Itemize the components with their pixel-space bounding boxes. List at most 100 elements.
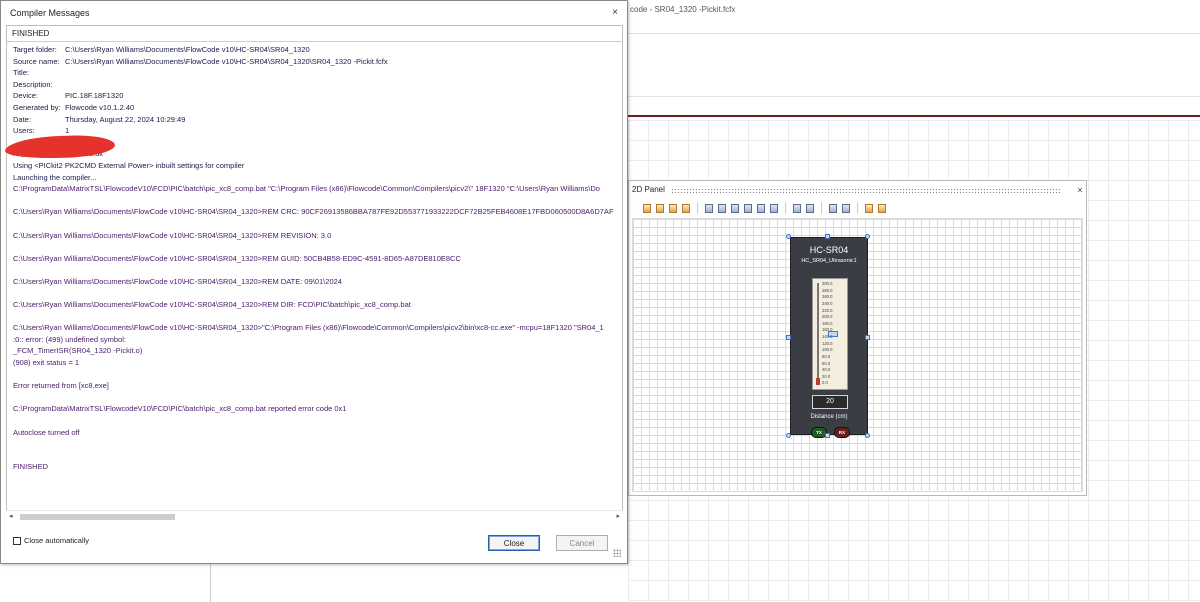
workspace-bottom — [0, 564, 628, 602]
info-line: Description: — [13, 79, 622, 91]
panel-2d-title: 2D Panel — [632, 185, 665, 194]
ungroup-icon[interactable] — [878, 203, 886, 213]
log-line — [13, 264, 622, 276]
panel-2d-titlebar[interactable]: 2D Panel × — [629, 181, 1086, 199]
scale-tick-label: 0.0 — [822, 380, 828, 386]
info-key: Generated by: — [13, 102, 61, 112]
log-line — [13, 392, 622, 404]
resize-handle[interactable] — [825, 433, 830, 438]
log-line: Using <PICkit2 PK2CMD External Power> in… — [13, 160, 245, 170]
log-line — [13, 369, 622, 381]
scale-tick-label: 40.0 — [822, 367, 831, 373]
rotate-icon[interactable] — [669, 203, 677, 213]
align-center-icon[interactable] — [718, 203, 726, 213]
status-header: FINISHED — [7, 26, 622, 42]
toolbar-separator — [857, 202, 858, 214]
select-icon[interactable] — [643, 203, 651, 213]
scale-tick-label: 260.0 — [822, 294, 833, 300]
move-icon[interactable] — [656, 203, 664, 213]
info-line: Users:1 — [13, 125, 622, 137]
align-top-icon[interactable] — [744, 203, 752, 213]
align-right-icon[interactable] — [731, 203, 739, 213]
snap-icon[interactable] — [842, 203, 850, 213]
distance-value[interactable]: 20 — [812, 395, 848, 409]
log-line: _FCM_TimerISR(SR04_1320 -Pickit.o) — [13, 346, 143, 356]
scale-tick-label: 300.0 — [822, 281, 833, 286]
log-line: Autoclose turned off — [13, 427, 80, 437]
scale-tick-label: 200.0 — [822, 314, 833, 320]
info-line: Generated by: Flowcode v10.1.2.40 — [13, 102, 622, 114]
scroll-right-icon[interactable]: ▸ — [616, 513, 620, 520]
log-line — [13, 450, 622, 462]
log-line — [13, 438, 622, 450]
close-button[interactable]: Close — [488, 535, 540, 551]
scale-tick-label: 280.0 — [822, 287, 833, 293]
scale-tick-label: 100.0 — [822, 347, 833, 353]
scale-tick-label: 60.0 — [822, 360, 831, 366]
align-left-icon[interactable] — [705, 203, 713, 213]
info-value: Flowcode v10.1.2.40 — [65, 102, 135, 112]
close-icon[interactable]: × — [1077, 185, 1083, 195]
log-line: C:\Users\Ryan Williams\Documents\FlowCod… — [13, 207, 614, 217]
scale-track — [817, 283, 819, 385]
log-line — [13, 415, 622, 427]
flowchart-header-bar — [628, 115, 1200, 117]
scale-icon[interactable] — [682, 203, 690, 213]
scroll-left-icon[interactable]: ◂ — [9, 513, 13, 520]
app-title-fragment: code - SR04_1320 -Pickit.fcfx — [630, 5, 736, 14]
group-icon[interactable] — [865, 203, 873, 213]
align-middle-icon[interactable] — [757, 203, 765, 213]
distribute-h-icon[interactable] — [793, 203, 801, 213]
drag-grip[interactable] — [670, 187, 1062, 193]
log-line: C:\Users\Ryan Williams\Documents\FlowCod… — [13, 276, 342, 286]
log-line — [13, 241, 622, 253]
scale-cursor[interactable] — [828, 331, 838, 337]
horizontal-scrollbar[interactable]: ◂ ▸ — [6, 510, 623, 523]
resize-handle[interactable] — [865, 234, 870, 239]
resize-handle[interactable] — [865, 433, 870, 438]
log-line — [13, 287, 622, 299]
log-line: C:\Users\Ryan Williams\Documents\FlowCod… — [13, 300, 411, 310]
info-line: Title: — [13, 67, 622, 79]
resize-handle[interactable] — [865, 335, 870, 340]
resize-handle[interactable] — [786, 433, 791, 438]
align-bottom-icon[interactable] — [770, 203, 778, 213]
info-value: Thursday, August 22, 2024 10:29:49 — [65, 114, 186, 124]
cancel-button[interactable]: Cancel — [556, 535, 608, 551]
info-key: Device: — [13, 91, 39, 101]
log-line: :0:: error: (499) undefined symbol: — [13, 334, 126, 344]
compiler-messages-dialog: Compiler Messages × FINISHED Target fold… — [0, 0, 628, 564]
info-value: C:\Users\Ryan Williams\Documents\FlowCod… — [65, 45, 310, 54]
log-line: C:\ProgramData\MatrixTSL\FlowcodeV10\FCD… — [13, 184, 600, 194]
divider — [628, 33, 1200, 34]
toolbar-separator — [785, 202, 786, 214]
info-key: Source name: — [13, 56, 60, 66]
resize-handle[interactable] — [786, 234, 791, 239]
close-icon[interactable]: × — [612, 7, 618, 18]
log-line: C:\Users\Ryan Williams\Documents\FlowCod… — [13, 253, 461, 263]
info-value: PIC.18F.18F1320 — [65, 91, 124, 101]
grid-icon[interactable] — [829, 203, 837, 213]
toolbar-separator — [821, 202, 822, 214]
resize-handle[interactable] — [786, 335, 791, 340]
scale-tick-label: 20.0 — [822, 373, 831, 379]
message-log[interactable]: FINISHED Target folder:C:\Users\Ryan Wil… — [6, 25, 623, 523]
log-line: FINISHED — [13, 462, 49, 472]
divider — [210, 564, 211, 602]
component-instance: HC_SR04_Ultrasonic1 — [801, 258, 857, 264]
log-line: Launching the compiler... — [13, 172, 97, 182]
close-automatically-option[interactable]: Close automatically — [13, 536, 89, 545]
component-name: HC-SR04 — [809, 245, 849, 255]
dialog-titlebar[interactable]: Compiler Messages × — [1, 1, 627, 25]
info-value: 1 — [65, 126, 70, 136]
close-automatically-checkbox[interactable] — [13, 536, 21, 545]
distribute-v-icon[interactable] — [806, 203, 814, 213]
info-key: Description: — [13, 79, 53, 89]
resize-grip-icon[interactable] — [613, 549, 621, 557]
scrollbar-thumb[interactable] — [20, 514, 175, 520]
resize-handle[interactable] — [825, 234, 830, 239]
scale-tick-label: 120.0 — [822, 340, 833, 346]
